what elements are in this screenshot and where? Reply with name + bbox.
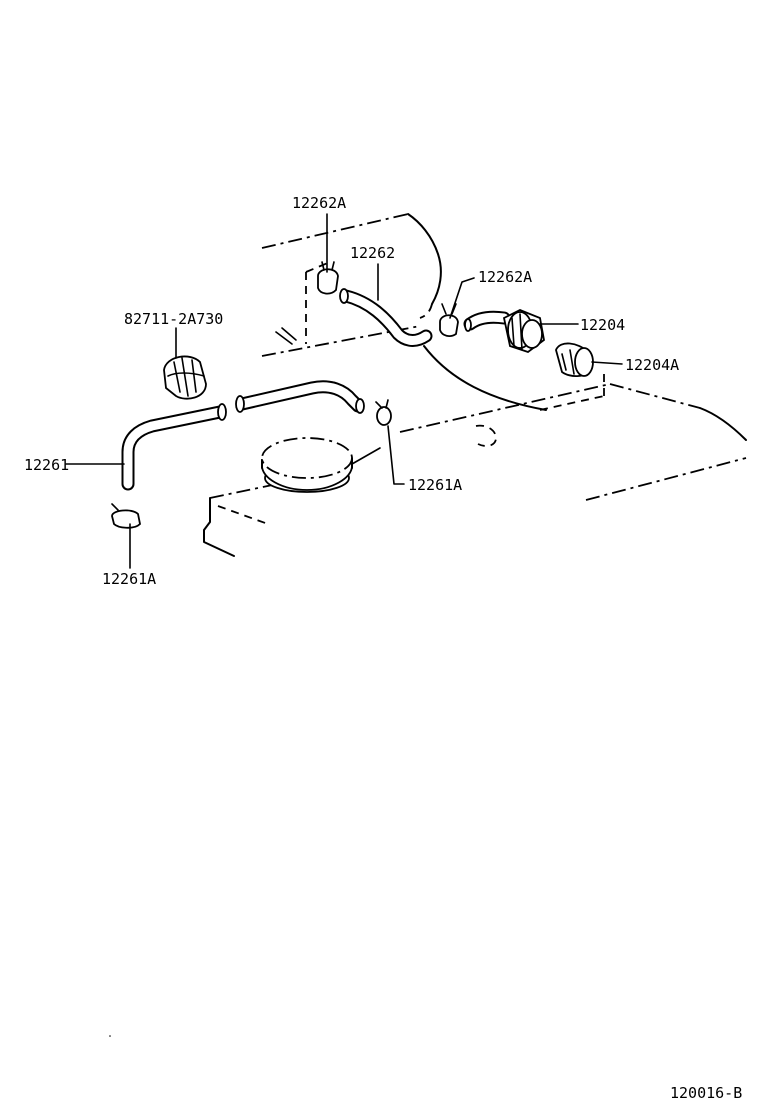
hose-12262 xyxy=(339,288,433,347)
hose-12261 xyxy=(121,380,365,491)
label-12261A-bottom: 12261A xyxy=(102,570,156,588)
label-82711-2A730: 82711-2A730 xyxy=(124,310,223,328)
leader-lines xyxy=(65,213,623,569)
clamp-12262A-right xyxy=(439,303,459,337)
grommet-12204A xyxy=(555,342,594,377)
label-12262A-right: 12262A xyxy=(478,268,532,286)
oil-filler-cap xyxy=(261,437,353,493)
clamp-12261A-left xyxy=(111,503,141,529)
label-12204: 12204 xyxy=(580,316,625,334)
clamp-12261A-right xyxy=(375,399,392,426)
label-12204A: 12204A xyxy=(625,356,679,374)
pcv-valve-12204 xyxy=(502,309,545,354)
label-12261A-right: 12261A xyxy=(408,476,462,494)
label-12262A-top: 12262A xyxy=(292,194,346,212)
label-12261: 12261 xyxy=(24,456,69,474)
clamp-12262A-left xyxy=(317,261,339,295)
speck xyxy=(109,1035,111,1037)
figure-code: 120016-B xyxy=(670,1084,742,1102)
hose-to-valve xyxy=(463,310,511,332)
hose-holder-82711-2A730 xyxy=(163,355,207,400)
engine-outline xyxy=(203,213,747,557)
label-12262: 12262 xyxy=(350,244,395,262)
